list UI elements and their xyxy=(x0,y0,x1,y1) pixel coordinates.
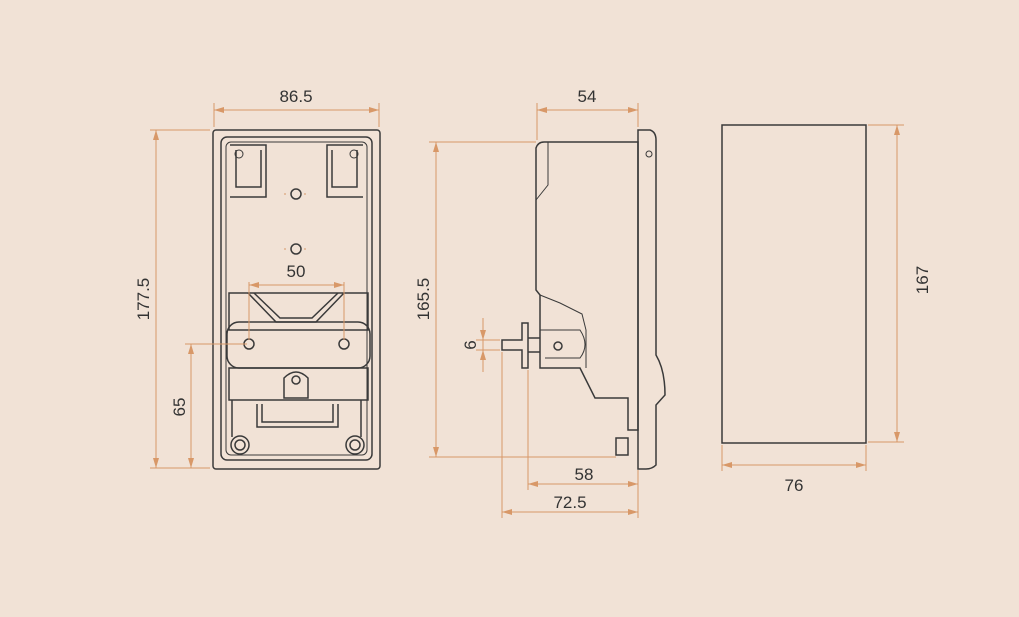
side-view: 54 165.5 6 58 72.5 xyxy=(414,87,666,518)
left-bracket xyxy=(230,144,267,198)
side-plate xyxy=(637,129,666,470)
dim-hole-height-label: 65 xyxy=(170,398,189,417)
center-tab-hole xyxy=(291,375,301,385)
dim-cover-width-label: 76 xyxy=(785,476,804,495)
side-pin xyxy=(501,322,529,369)
front-inner-frame-2 xyxy=(225,141,368,456)
dim-pin-diameter: 6 xyxy=(461,318,500,372)
clamp-lower-plate xyxy=(228,367,369,401)
side-clip xyxy=(540,329,586,359)
side-plate-hole xyxy=(645,150,653,158)
dim-cover-height: 167 xyxy=(868,124,932,443)
center-hole-upper xyxy=(290,188,302,200)
dim-side-height-label: 165.5 xyxy=(414,278,433,321)
side-clip-hole xyxy=(553,341,563,351)
terminal-screw-left-icon xyxy=(230,435,250,455)
dim-hole-height: 65 xyxy=(170,343,247,468)
cover-box xyxy=(721,124,867,444)
dim-front-height-label: 177.5 xyxy=(134,278,153,321)
dim-side-top: 54 xyxy=(536,87,639,140)
center-hole-lower xyxy=(290,243,302,255)
front-view: 86.5 177.5 50 65 xyxy=(134,87,381,470)
clamp-upper-plate xyxy=(228,292,369,331)
dim-side-72-5-label: 72.5 xyxy=(553,493,586,512)
clamp-hole-right xyxy=(338,338,350,350)
dim-side-height: 165.5 xyxy=(414,141,616,458)
center-tab xyxy=(283,371,309,399)
dim-cover-height-label: 167 xyxy=(913,266,932,294)
right-bracket xyxy=(326,144,363,198)
dim-side-58: 58 xyxy=(527,370,639,518)
side-bottom-tab xyxy=(615,437,629,456)
dim-side-top-label: 54 xyxy=(578,87,597,106)
dim-front-height: 177.5 xyxy=(134,129,210,469)
screw-top-left-icon xyxy=(234,149,244,159)
screw-top-right-icon xyxy=(349,149,359,159)
front-inner-frame xyxy=(220,136,373,461)
cover-view: 76 167 xyxy=(721,124,932,495)
dim-pin-diameter-label: 6 xyxy=(461,340,480,349)
side-body xyxy=(535,141,639,431)
dim-front-width: 86.5 xyxy=(213,87,380,127)
dim-front-width-label: 86.5 xyxy=(279,87,312,106)
terminal-screw-right-icon xyxy=(345,435,365,455)
dim-cover-width: 76 xyxy=(721,445,867,495)
terminal-box xyxy=(231,400,362,437)
clamp-v-shape xyxy=(247,292,345,323)
side-pin-shaft xyxy=(528,337,540,353)
dim-side-72-5: 72.5 xyxy=(501,352,638,518)
front-outer-frame xyxy=(212,129,381,470)
dim-hole-spacing-label: 50 xyxy=(287,262,306,281)
dim-hole-spacing: 50 xyxy=(248,262,345,340)
dim-side-58-label: 58 xyxy=(575,465,594,484)
